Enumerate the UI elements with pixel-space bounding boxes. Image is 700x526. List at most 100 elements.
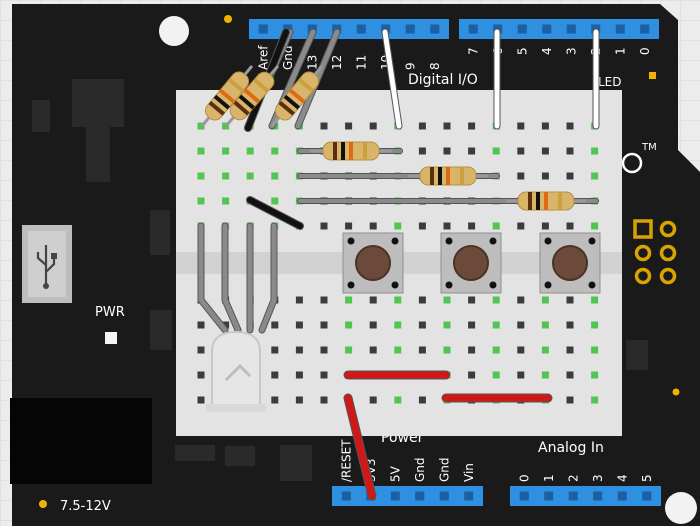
pushbutton-cap — [453, 245, 489, 281]
resistor-band — [536, 192, 540, 210]
breadboard-hole — [468, 222, 476, 230]
resistor — [200, 65, 254, 127]
breadboard-hole — [492, 346, 500, 354]
resistor-band — [460, 167, 464, 185]
tm-circle — [621, 152, 643, 174]
breadboard-hole — [591, 222, 599, 230]
resistor-band — [430, 167, 434, 185]
digital-pin-label: 4 — [540, 47, 554, 55]
analog-pin-label: 3 — [591, 474, 605, 482]
digital-pin-label: 12 — [330, 55, 344, 70]
chip — [72, 79, 124, 127]
power-pin-label: Vin — [462, 463, 476, 482]
resistor — [224, 65, 280, 127]
pushbutton-pin — [489, 281, 497, 289]
red-wire — [344, 394, 376, 500]
header-pin-socket — [439, 491, 449, 501]
breadboard-hole — [591, 296, 599, 304]
breadboard-hole — [566, 321, 574, 329]
resistor-band — [558, 192, 562, 210]
resistor-band — [544, 192, 548, 210]
breadboard-hole — [369, 396, 377, 404]
resistor — [270, 65, 324, 127]
breadboard-hole — [566, 396, 574, 404]
breadboard-hole — [295, 346, 303, 354]
breadboard-hole — [418, 222, 426, 230]
header-pin-socket — [258, 24, 268, 34]
pushbutton-pin — [588, 281, 596, 289]
led-leg-wire — [222, 223, 241, 333]
breadboard-hole — [418, 396, 426, 404]
digital-pin-label: 1 — [613, 47, 627, 55]
white-wire — [382, 29, 402, 129]
breadboard-hole — [566, 296, 574, 304]
breadboard-hole — [492, 371, 500, 379]
digital-pin-label: 8 — [428, 62, 442, 70]
breadboard-hole — [271, 197, 279, 205]
header-pin-socket — [356, 24, 366, 34]
chip — [225, 446, 255, 466]
breadboard-hole — [591, 321, 599, 329]
header-pin-socket — [593, 491, 603, 501]
breadboard-hole — [418, 122, 426, 130]
breadboard-hole — [541, 296, 549, 304]
header-pin-socket — [517, 24, 527, 34]
breadboard-hole — [468, 346, 476, 354]
resistor — [408, 166, 488, 186]
digital-pin-label: Aref — [256, 45, 270, 70]
resistor-band — [446, 167, 450, 185]
breadboard-hole — [492, 147, 500, 155]
breadboard-hole — [271, 346, 279, 354]
led-leg-wire — [198, 223, 228, 333]
breadboard-hole — [222, 147, 230, 155]
analog-in-label: Analog In — [538, 440, 604, 456]
pushbutton-pin — [588, 237, 596, 245]
breadboard-hole — [468, 321, 476, 329]
breadboard-hole — [295, 371, 303, 379]
chip — [150, 210, 170, 255]
breadboard-hole — [517, 371, 525, 379]
led-leg-wire — [259, 223, 277, 333]
breadboard-hole — [468, 296, 476, 304]
breadboard-hole — [468, 122, 476, 130]
resistor-band — [333, 142, 337, 160]
breadboard-hole — [369, 296, 377, 304]
power-pin-label: Gnd — [413, 457, 427, 482]
header-pin-socket — [341, 491, 351, 501]
breadboard-hole — [492, 222, 500, 230]
rgb-led — [206, 330, 266, 412]
breadboard-hole — [222, 197, 230, 205]
mounting-hole-top — [159, 16, 189, 46]
chip — [626, 340, 648, 370]
breadboard-hole — [197, 371, 205, 379]
resistor-band — [233, 100, 250, 116]
pushbutton-pin — [347, 281, 355, 289]
breadboard-hole — [517, 296, 525, 304]
breadboard-hole — [443, 296, 451, 304]
breadboard-hole — [320, 321, 328, 329]
breadboard-hole — [271, 172, 279, 180]
pushbutton-pin — [489, 237, 497, 245]
yellow-dot-marker — [39, 500, 47, 508]
digital-pin-label: 13 — [305, 55, 319, 70]
analog-pin-label: 1 — [542, 474, 556, 482]
pushbutton — [342, 232, 404, 294]
black-jumper-wire — [247, 197, 303, 229]
resistor-band — [218, 88, 236, 104]
breadboard-hole — [443, 122, 451, 130]
mounting-hole-right — [665, 492, 697, 524]
power-pin-label: /RESET — [339, 439, 353, 482]
breadboard-hole — [295, 296, 303, 304]
breadboard-hole — [591, 172, 599, 180]
breadboard-hole — [541, 172, 549, 180]
breadboard-hole — [197, 346, 205, 354]
analog-pin-label: 2 — [566, 474, 580, 482]
breadboard-hole — [468, 147, 476, 155]
breadboard-hole — [320, 222, 328, 230]
breadboard-hole — [345, 296, 353, 304]
tm-label: TM — [641, 142, 657, 153]
pushbutton-pin — [445, 281, 453, 289]
breadboard-hole — [418, 147, 426, 155]
pushbutton-cap — [552, 245, 588, 281]
